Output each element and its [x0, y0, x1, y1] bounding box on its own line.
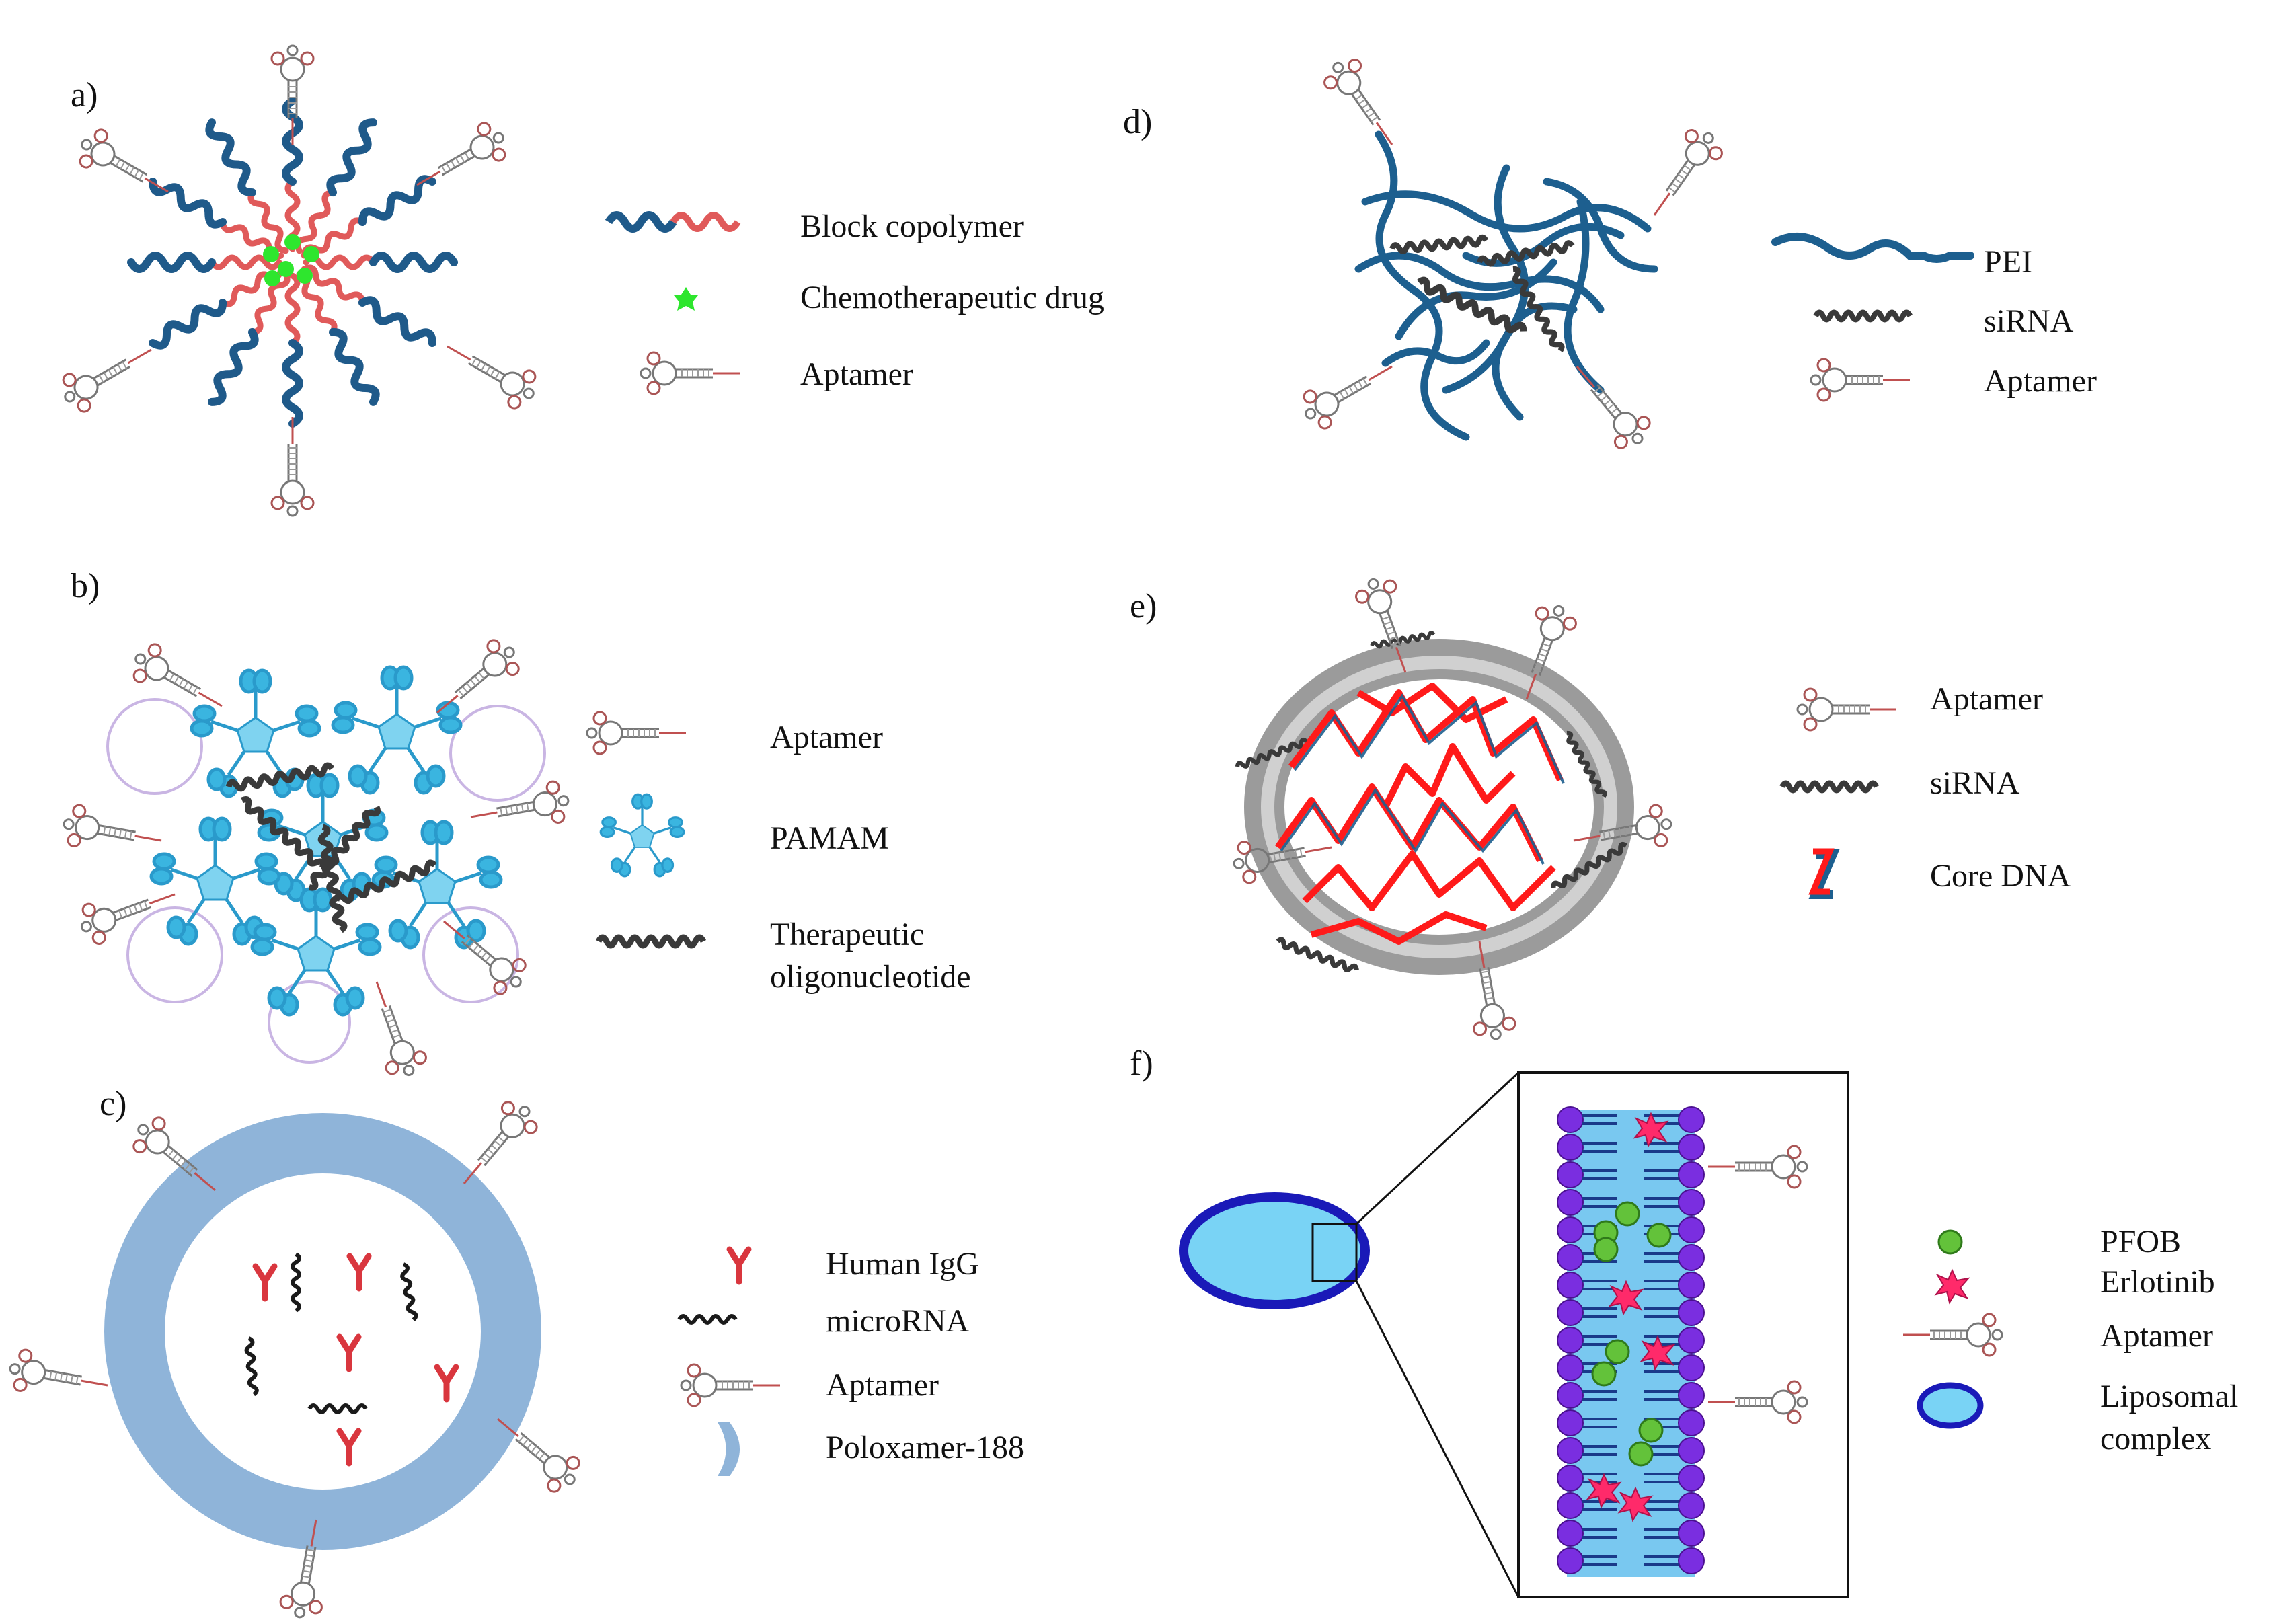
legend-c-poloxamer: Poloxamer-188	[826, 1430, 1024, 1465]
legend-f-liposomal: Liposomal	[2100, 1379, 2238, 1414]
legend-f-aptamer: Aptamer	[2100, 1318, 2213, 1354]
block-copolymer-micelle	[131, 101, 454, 424]
legend-e-aptamer: Aptamer	[1930, 681, 2043, 717]
panel-a: a)	[54, 44, 1104, 517]
legend-d: PEI siRNA Aptamer	[1771, 233, 2097, 402]
legend-c-aptamer: Aptamer	[826, 1367, 939, 1403]
legend-f: PFOB Erlotinib Aptamer Liposomal complex	[1902, 1224, 2238, 1457]
panel-e: e)	[1130, 571, 2071, 1044]
poloxamer-icon	[718, 1422, 740, 1476]
pei-icon	[1771, 233, 1974, 263]
legend-c-mirna: microRNA	[826, 1303, 970, 1339]
aptamer-icon	[586, 711, 687, 755]
legend-c: Human IgG microRNA Aptamer Poloxamer-188	[679, 1246, 1024, 1476]
aptamer-icon	[640, 351, 741, 395]
liposome	[1179, 1071, 1520, 1598]
dna-nanostructure	[1237, 632, 1634, 973]
legend-e-core-dna: Core DNA	[1930, 858, 2071, 894]
legend-e-sirna: siRNA	[1930, 765, 2020, 801]
pfob-icon	[1937, 1229, 1963, 1255]
poloxamer-shell	[104, 1113, 541, 1550]
zoom-box	[1311, 1223, 1358, 1282]
pfob-particles	[1591, 1201, 1672, 1467]
aptamer-icon	[1796, 687, 1898, 732]
panel-a-label: a)	[71, 76, 98, 114]
aptamer-icon	[1902, 1313, 2003, 1357]
legend-f-pfob: PFOB	[2100, 1224, 2181, 1260]
sirna-icon	[1782, 783, 1876, 791]
legend-b-therapeutic: Therapeutic	[770, 917, 924, 952]
legend-e: Aptamer siRNA Core DNA	[1782, 681, 2071, 899]
pamam-icon	[599, 793, 685, 878]
aptamer-icon	[680, 1363, 781, 1407]
bilayer-inset	[1517, 1071, 1849, 1598]
legend-b-pamam: PAMAM	[770, 820, 889, 856]
legend-b-oligonucleotide: oligonucleotide	[770, 959, 971, 995]
drug-icon	[674, 287, 698, 311]
drug-particles	[263, 234, 319, 286]
legend-d-sirna: siRNA	[1984, 303, 2074, 339]
panel-c: c) Human IgG	[5, 1085, 1024, 1622]
legend-d-aptamer: Aptamer	[1984, 363, 2097, 399]
liposome-icon	[1917, 1382, 1984, 1429]
panel-c-label: c)	[100, 1085, 126, 1123]
panel-f: f)	[1130, 1044, 2238, 1598]
oligo-icon	[599, 937, 703, 945]
aptamer-icon	[1810, 358, 1911, 402]
legend-a: Block copolymer Chemotherapeutic drug Ap…	[605, 208, 1104, 395]
pei-polyplex	[1354, 130, 1658, 441]
panel-d-label: d)	[1123, 103, 1152, 141]
legend-f-complex: complex	[2100, 1421, 2211, 1457]
legend-d-pei: PEI	[1984, 244, 2032, 280]
sirna-icon	[1816, 313, 1910, 320]
legend-c-igg: Human IgG	[826, 1246, 979, 1282]
panel-d: d) PEI	[1123, 50, 2097, 457]
core-dna-icon	[1808, 848, 1840, 899]
legend-a-drug: Chemotherapeutic drug	[800, 280, 1104, 315]
legend-b-aptamer: Aptamer	[770, 720, 883, 755]
legend-a-block-copolymer: Block copolymer	[800, 208, 1024, 244]
legend-a-aptamer: Aptamer	[800, 356, 913, 392]
erlotinib-icon	[1935, 1270, 1969, 1303]
panel-e-label: e)	[1130, 587, 1157, 625]
legend-f-erlotinib: Erlotinib	[2100, 1264, 2215, 1300]
panel-b-label: b)	[71, 567, 100, 605]
legend-b: Aptamer PAMAM Therapeutic oligonucleotid…	[586, 711, 971, 995]
panel-f-label: f)	[1130, 1044, 1153, 1083]
pamam-dendrimer	[106, 667, 546, 1064]
panel-b: b)	[59, 567, 971, 1083]
mirna-icon	[679, 1316, 736, 1323]
igg-icon	[730, 1249, 748, 1282]
